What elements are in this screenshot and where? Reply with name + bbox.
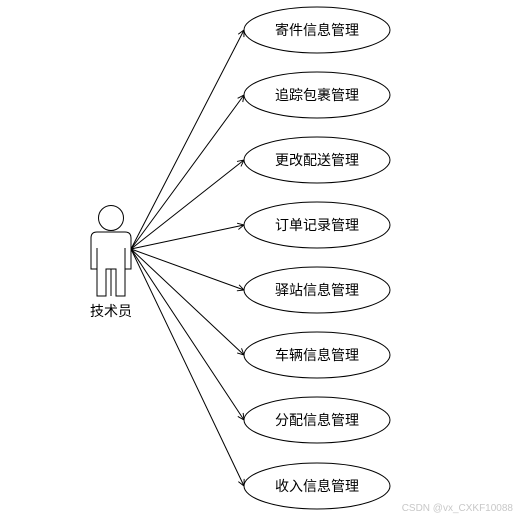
use-case-label: 更改配送管理 [275, 153, 359, 169]
use-case-list: 寄件信息管理 追踪包裹管理 更改配送管理 订单记录管理 驿站信息管理 车辆信息管… [243, 6, 391, 510]
association-line [130, 30, 244, 250]
use-case-send-info[interactable]: 寄件信息管理 [243, 6, 391, 54]
actor: 技术员 [90, 205, 132, 320]
use-case-label: 订单记录管理 [275, 218, 359, 234]
use-case-label: 驿站信息管理 [275, 282, 359, 299]
use-case-label: 追踪包裹管理 [275, 88, 359, 104]
use-case-vehicle-info[interactable]: 车辆信息管理 [243, 331, 391, 379]
actor-head [98, 205, 124, 231]
association-line [130, 248, 244, 420]
use-case-label: 收入信息管理 [275, 478, 359, 495]
use-case-assignment-info[interactable]: 分配信息管理 [243, 396, 391, 444]
use-case-track-package[interactable]: 追踪包裹管理 [243, 71, 391, 119]
use-case-label: 分配信息管理 [275, 412, 359, 429]
association-line [130, 248, 244, 290]
association-line [130, 95, 244, 250]
actor-label: 技术员 [90, 304, 132, 320]
association-line [130, 160, 244, 250]
use-case-station-info[interactable]: 驿站信息管理 [243, 266, 391, 314]
use-case-change-delivery[interactable]: 更改配送管理 [243, 136, 391, 184]
association-lines [130, 30, 244, 486]
use-case-order-records[interactable]: 订单记录管理 [243, 201, 391, 249]
watermark: CSDN @vx_CXKF10088 [401, 503, 513, 514]
actor-body [90, 231, 132, 297]
association-line [130, 248, 244, 486]
use-case-label: 车辆信息管理 [275, 347, 359, 364]
association-line [130, 248, 244, 355]
use-case-label: 寄件信息管理 [275, 22, 359, 39]
association-line [130, 225, 244, 250]
use-case-income-info[interactable]: 收入信息管理 [243, 462, 391, 510]
